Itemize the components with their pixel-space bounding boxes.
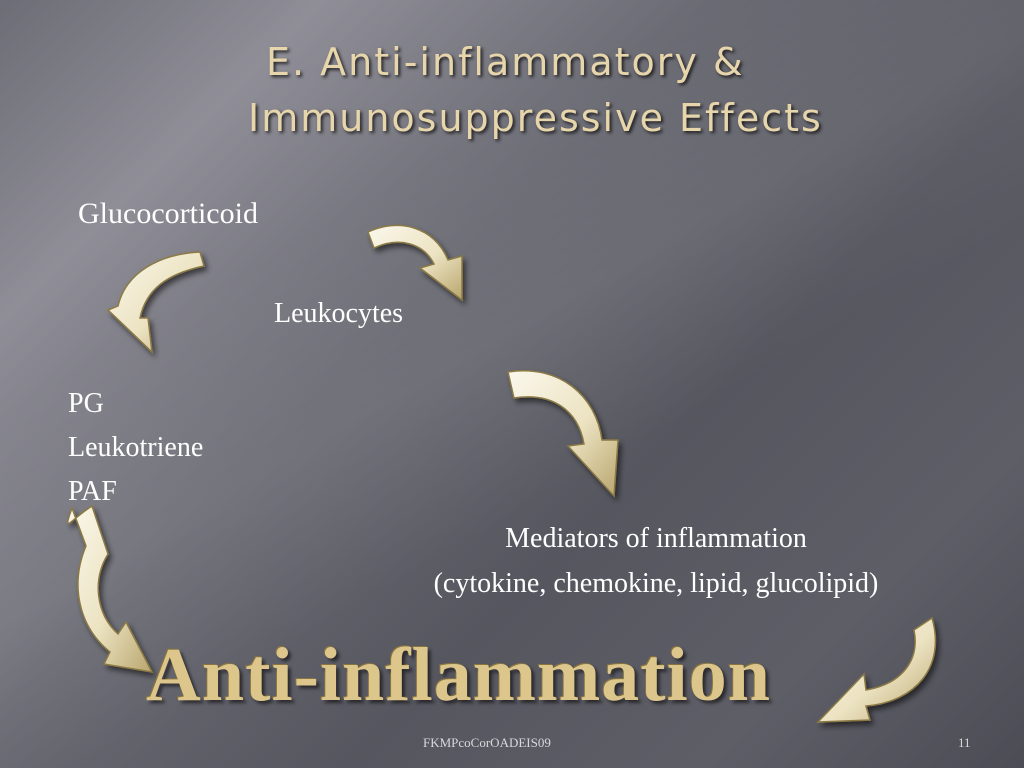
glucocorticoid-label: Glucocorticoid <box>78 197 258 230</box>
arrow-mediators-to-anti-inflammation <box>816 616 937 723</box>
arrow-leukocytes-to-mediators <box>507 370 619 498</box>
paf-label: PAF <box>68 476 117 507</box>
arrow-pg-to-anti-inflammation <box>67 504 154 673</box>
footer-text: FKMPcoCorOADEIS09 <box>423 735 551 750</box>
page-number: 11 <box>958 735 971 750</box>
leukocytes-label: Leukocytes <box>274 298 404 329</box>
arrow-glucocorticoid-to-leukocytes <box>367 224 463 302</box>
title-line-1: E. Anti-inflammatory & <box>266 40 745 84</box>
pg-label: PG <box>68 388 104 419</box>
leukotriene-label: Leukotriene <box>68 432 204 463</box>
arrow-glucocorticoid-to-pg <box>106 251 205 354</box>
title-line-2: Immunosuppressive Effects <box>248 96 823 140</box>
mediators-label-line-2: (cytokine, chemokine, lipid, glucolipid) <box>433 568 879 599</box>
mediators-label-line-1: Mediators of inflammation <box>505 523 807 554</box>
anti-inflammation-heading: Anti-inflammation <box>146 633 771 717</box>
